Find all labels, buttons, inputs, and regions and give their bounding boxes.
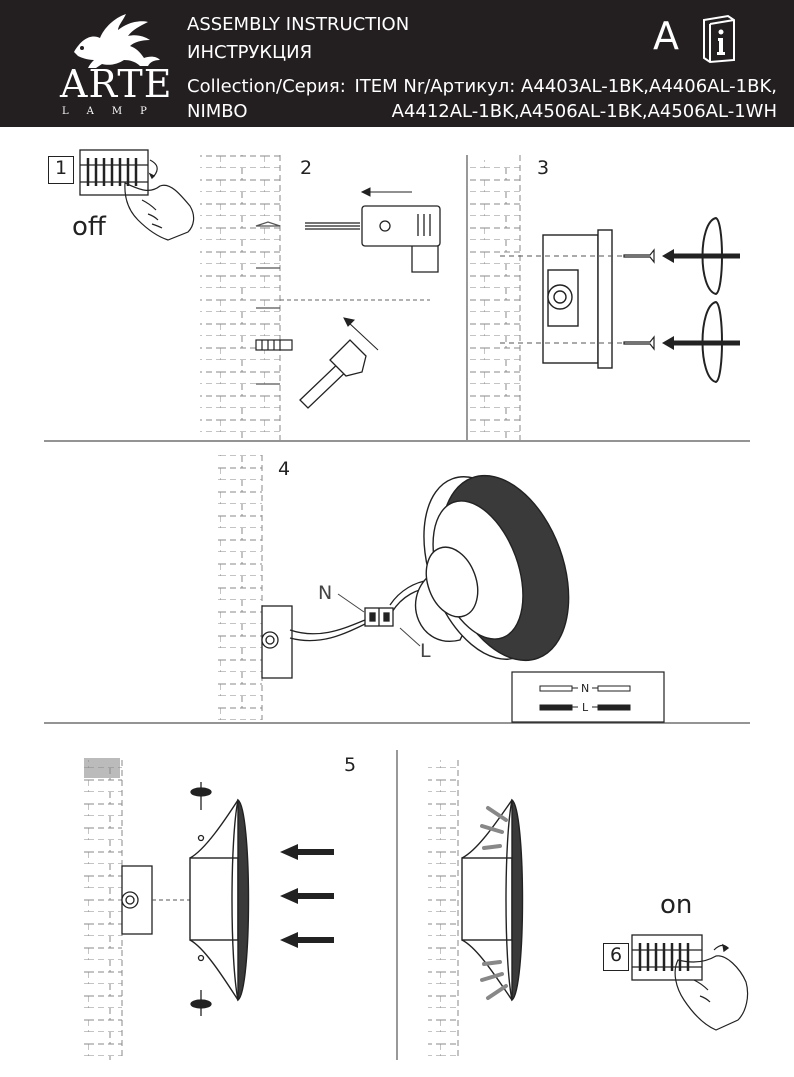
manual-book-icon [703, 14, 735, 64]
step4-lamp [414, 474, 570, 662]
step4-bracket [261, 605, 293, 679]
step2-drill-icon [305, 205, 441, 273]
step2-holes [255, 221, 281, 385]
item-numbers-line1: ITEM Nr/Артикул: A4403AL-1BK,A4406AL-1BK… [354, 76, 777, 97]
step4-connector-icon [364, 607, 394, 627]
item-numbers-line2: A4412AL-1BK,A4506AL-1BK,A4506AL-1WH [391, 101, 777, 122]
step5-wall [84, 760, 122, 1060]
griffin-logo-icon [74, 14, 160, 68]
brand-sub: LAMP [62, 106, 165, 117]
step5-lamp [189, 798, 250, 1002]
legend-n-label: N [581, 682, 590, 695]
step6-hand-icon [674, 955, 749, 1031]
step6-number: 6 [603, 943, 629, 971]
step3-screwdriver-icon [668, 253, 740, 346]
step1-terminal-block [79, 149, 158, 196]
title-en: ASSEMBLY INSTRUCTION [187, 14, 410, 35]
step2-arrow-left [360, 187, 412, 197]
step1-hand-icon [124, 182, 195, 241]
header-bar: ARTE LAMP ASSEMBLY INSTRUCTION ИНСТРУКЦИ… [0, 0, 794, 127]
step3-dashed-guides [500, 255, 624, 344]
wire-label-l: L [420, 640, 431, 662]
step5-right-wall [428, 760, 458, 1060]
step4-leader-lines [337, 593, 421, 647]
wiring-legend [511, 671, 665, 723]
brand-wordmark: ARTE [60, 62, 173, 106]
light-rays-icon [480, 806, 508, 1000]
collection-value: NIMBO [187, 101, 248, 122]
step5-number: 5 [344, 754, 357, 776]
instruction-drawings [44, 149, 750, 1060]
step2-arrow-diagonal [343, 317, 379, 351]
step3-number: 3 [537, 157, 550, 179]
step5-screws [190, 782, 212, 1016]
step1-state-off: off [72, 212, 106, 242]
step5-installed-lamp [461, 798, 524, 1002]
step3-bracket [542, 229, 613, 369]
legend-l-label: L [582, 701, 589, 714]
step2-number: 2 [300, 157, 313, 179]
sheet-letter: A [653, 14, 679, 58]
rotate-icon [701, 216, 723, 384]
step5-bracket [121, 865, 153, 935]
wire-label-n: N [318, 582, 333, 604]
title-ru: ИНСТРУКЦИЯ [187, 42, 313, 63]
collection-label: Collection/Серия: [187, 76, 346, 97]
step4-wall [218, 455, 262, 720]
step6-state-on: on [660, 890, 693, 920]
step1-number: 1 [48, 156, 74, 184]
step4-number: 4 [278, 458, 291, 480]
step3-arrow-left [662, 249, 674, 350]
step3-screw-icon [623, 248, 655, 351]
step6-terminal-block [631, 934, 730, 981]
step3-wall [470, 160, 522, 440]
step2-wall [200, 155, 280, 440]
step5-arrows [280, 844, 334, 948]
step2-dowel-icon [255, 339, 293, 351]
step2-hammer-icon [299, 339, 367, 409]
